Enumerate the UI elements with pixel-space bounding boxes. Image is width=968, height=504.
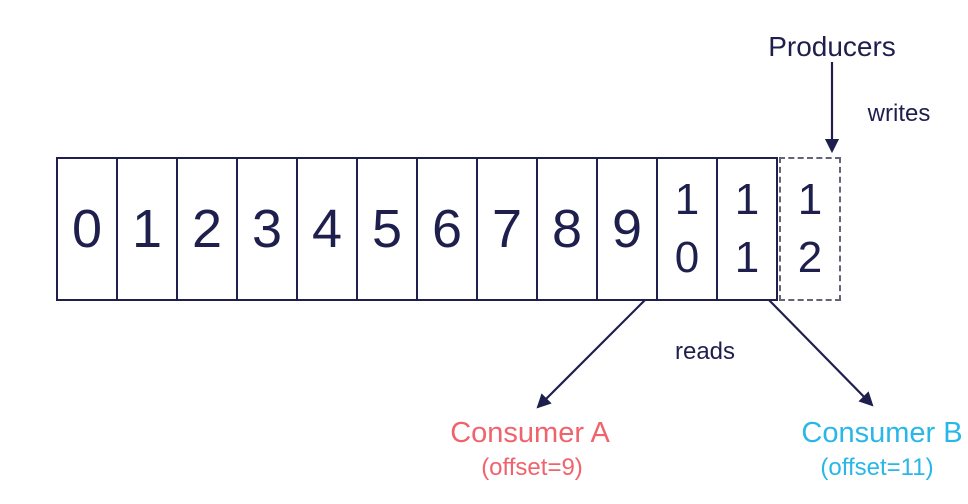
consumer-a-label: Consumer A xyxy=(450,417,610,449)
buffer-cell-digit: 1 xyxy=(674,174,700,224)
consumer-a-read-arrow xyxy=(536,299,646,409)
buffer-cell-9: 9 xyxy=(596,157,658,301)
buffer-cell-3: 3 xyxy=(236,157,298,301)
consumer-b-read-arrow xyxy=(768,299,874,407)
consumer-b-offset-label: (offset=11) xyxy=(820,454,934,481)
producers-label: Producers xyxy=(768,31,896,62)
buffer-cell-digit: 1 xyxy=(734,233,760,282)
buffer-cell-digit: 0 xyxy=(674,233,700,282)
buffer-cell-8: 8 xyxy=(536,157,598,301)
buffer-cell-2: 2 xyxy=(176,157,238,301)
buffer-cell-1: 1 xyxy=(116,157,178,301)
writes-label: writes xyxy=(867,100,931,127)
buffer-cell-5: 5 xyxy=(356,157,418,301)
consumer-a-offset-label: (offset=9) xyxy=(481,454,583,481)
reads-label: reads xyxy=(674,338,736,365)
buffer-cell-digit: 1 xyxy=(734,174,760,224)
buffer-cell-6: 6 xyxy=(416,157,478,301)
buffer-cell-digit: 1 xyxy=(797,174,823,224)
buffer-cell-7: 7 xyxy=(476,157,538,301)
buffer-cell-4: 4 xyxy=(296,157,358,301)
consumer-b-label: Consumer B xyxy=(801,417,963,449)
buffer-cell-0: 0 xyxy=(56,157,118,301)
buffer-cell-digit: 2 xyxy=(797,233,823,282)
